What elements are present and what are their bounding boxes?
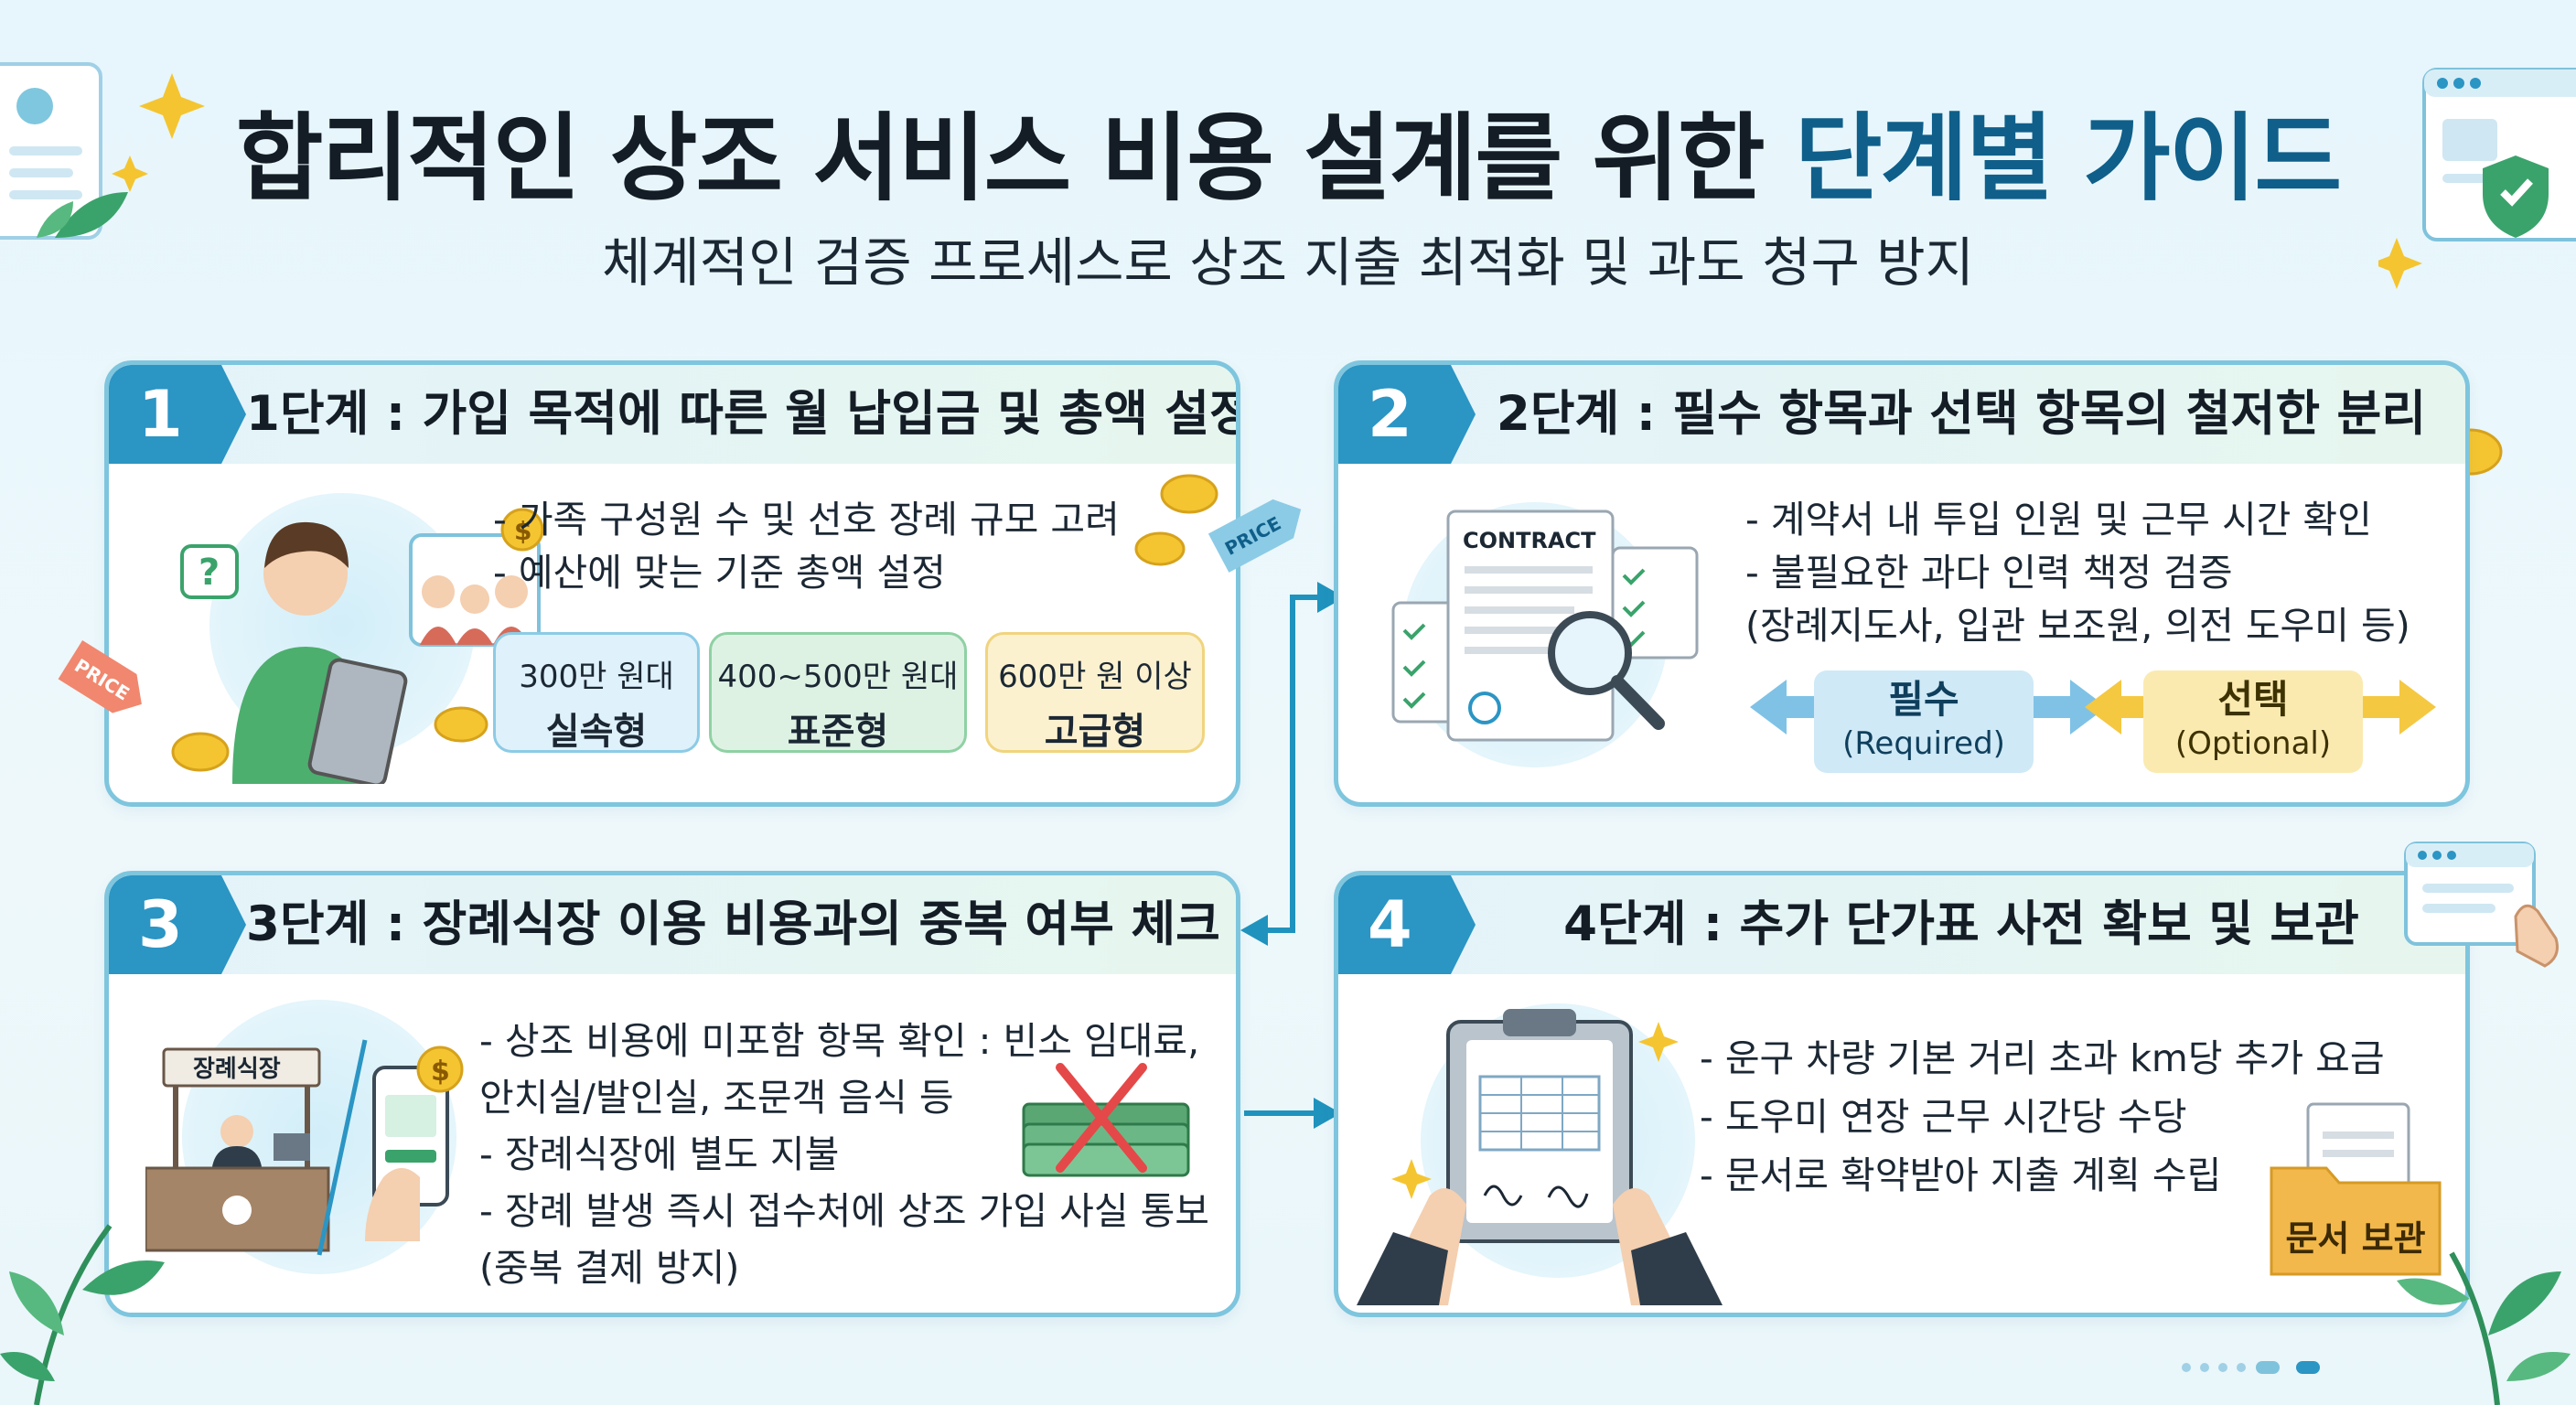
optional-sublabel: (Optional) xyxy=(2174,725,2332,762)
contract-magnifier-icon: CONTRACT xyxy=(1391,509,1699,742)
browser-cursor-decoration xyxy=(2404,842,2559,968)
arrow-left-optional-icon xyxy=(2085,680,2158,735)
person-tablet-family-icon: ? $ xyxy=(171,508,544,784)
arrow-left-icon xyxy=(1750,680,1823,735)
list-item: - 예산에 맞는 기준 총액 설정 xyxy=(493,551,946,595)
arrow-right-icon xyxy=(2034,680,2107,735)
step-3-title: 3단계 : 장례식장 이용 비용과의 중복 여부 체크 xyxy=(246,896,1220,952)
tier-basic-name: 실속형 xyxy=(545,711,648,753)
required-label: 필수 xyxy=(1888,677,1959,722)
step-2-title: 2단계 : 필수 항목과 선택 항목의 철저한 분리 xyxy=(1496,386,2427,442)
contract-label: CONTRACT xyxy=(1463,528,1596,553)
step-2-card: 2 2단계 : 필수 항목과 선택 항목의 철저한 분리 CONTRACT - … xyxy=(1334,360,2470,807)
optional-label: 선택 xyxy=(2217,677,2289,722)
tier-standard-range: 400~500만 원대 xyxy=(717,659,959,695)
svg-text:?: ? xyxy=(199,552,220,594)
required-box: 필수 (Required) xyxy=(1814,670,2034,773)
arrow-to-step4-icon xyxy=(1314,1098,1341,1129)
list-item: - 계약서 내 투입 인원 및 근무 시간 확인 xyxy=(1745,498,2372,542)
step-3-badge: 3 xyxy=(109,875,246,974)
title-main: 합리적인 상조 서비스 비용 설계를 위한 xyxy=(235,102,1795,214)
plant-left-decoration xyxy=(0,1224,165,1405)
folder-label: 문서 보관 xyxy=(2285,1218,2426,1259)
step-2-bullets: - 계약서 내 투입 인원 및 근무 시간 확인 - 불필요한 과다 인력 책정… xyxy=(1745,493,2410,652)
connector-to-step2 xyxy=(1290,595,1336,600)
step-4-header: 4 4단계 : 추가 단가표 사전 확보 및 보관 xyxy=(1338,875,2465,974)
clipboard-hands-icon xyxy=(1357,1009,1723,1305)
connector-to-step3 xyxy=(1253,928,1295,933)
step-3-bullets: - 상조 비용에 미포함 항목 확인 : 빈소 임대료, 안치실/발인실, 조문… xyxy=(479,1013,1209,1296)
step-4-bullets: - 운구 차량 기본 거리 초과 km당 추가 요금 - 도우미 연장 근무 시… xyxy=(1700,1029,2385,1205)
funeral-desk-phone-icon: 장례식장 $ xyxy=(145,1039,464,1256)
step-3-header: 3 3단계 : 장례식장 이용 비용과의 중복 여부 체크 xyxy=(109,875,1236,974)
folder-document-icon xyxy=(2270,1102,2442,1276)
tier-premium-name: 고급형 xyxy=(1044,711,1146,753)
step-4-badge: 4 xyxy=(1338,875,1476,974)
page-title: 합리적인 상조 서비스 비용 설계를 위한 단계별 가이드 xyxy=(0,80,2576,219)
svg-text:$: $ xyxy=(514,516,531,546)
list-item: - 불필요한 과다 인력 책정 검증 xyxy=(1745,551,2233,595)
step-1-card: 1 1단계 : 가입 목적에 따른 월 납입금 및 총액 설정 ? $ - 가족… xyxy=(104,360,1240,807)
tier-basic: 300만 원대 실속형 xyxy=(493,632,700,753)
step-3-card: 3 3단계 : 장례식장 이용 비용과의 중복 여부 체크 장례식장 $ - 상… xyxy=(104,871,1240,1317)
cash-crossed-icon xyxy=(1022,1063,1190,1177)
step-2-badge: 2 xyxy=(1338,365,1476,464)
profile-card-decoration xyxy=(0,62,205,240)
step-4-title: 4단계 : 추가 단가표 사전 확보 및 보관 xyxy=(1563,896,2359,952)
tier-premium-range: 600만 원 이상 xyxy=(998,659,1192,695)
title-highlight: 단계별 가이드 xyxy=(1794,102,2342,214)
list-item: - 장례식장에 별도 지불 xyxy=(479,1132,840,1176)
list-item: - 운구 차량 기본 거리 초과 km당 추가 요금 xyxy=(1700,1036,2385,1080)
list-item: (장례지도사, 입관 보조원, 의전 도우미 등) xyxy=(1745,604,2410,648)
arrow-right-optional-icon xyxy=(2363,680,2436,735)
connector-step3-to-step4 xyxy=(1244,1110,1326,1116)
step-4-card: 4 4단계 : 추가 단가표 사전 확보 및 보관 - 운구 차량 기본 거리 … xyxy=(1334,871,2470,1317)
svg-text:$: $ xyxy=(431,1056,450,1088)
step-1-title: 1단계 : 가입 목적에 따른 월 납입금 및 총액 설정 xyxy=(246,386,1240,442)
step-1-header: 1 1단계 : 가입 목적에 따른 월 납입금 및 총액 설정 xyxy=(109,365,1236,464)
list-item: - 도우미 연장 근무 시간당 수당 xyxy=(1700,1095,2187,1139)
step-1-bullets: - 가족 구성원 수 및 선호 장례 규모 고려 - 예산에 맞는 기준 총액 … xyxy=(493,493,1120,599)
list-item: - 장례 발생 즉시 접수처에 상조 가입 사실 통보 xyxy=(479,1189,1210,1233)
required-sublabel: (Required) xyxy=(1842,725,2005,762)
tier-premium: 600만 원 이상 고급형 xyxy=(985,632,1205,753)
pagination-dots-decoration xyxy=(2182,1361,2320,1374)
list-item: - 문서로 확약받아 지출 계획 수립 xyxy=(1700,1153,2222,1197)
plant-right-decoration xyxy=(2397,1251,2571,1405)
tier-standard: 400~500만 원대 표준형 xyxy=(709,632,967,753)
step-1-badge: 1 xyxy=(109,365,246,464)
step-2-header: 2 2단계 : 필수 항목과 선택 항목의 철저한 분리 xyxy=(1338,365,2465,464)
tier-standard-name: 표준형 xyxy=(787,711,889,753)
arrow-to-step3-icon xyxy=(1240,915,1268,946)
arrow-to-step2-icon xyxy=(1317,582,1345,613)
optional-box: 선택 (Optional) xyxy=(2143,670,2363,773)
price-tag-icon-right: PRICE xyxy=(1134,474,1302,573)
list-item: (중복 결제 방지) xyxy=(479,1246,740,1290)
page-subtitle: 체계적인 검증 프로세스로 상조 지출 최적화 및 과도 청구 방지 xyxy=(602,231,1974,294)
price-tag-icon-left: PRICE xyxy=(58,639,142,713)
funeral-sign-label: 장례식장 xyxy=(193,1056,281,1083)
tier-basic-range: 300만 원대 xyxy=(519,659,674,695)
browser-shield-decoration xyxy=(2378,68,2576,289)
list-item: - 가족 구성원 수 및 선호 장례 규모 고려 xyxy=(493,498,1120,542)
list-item: 안치실/발인실, 조문객 음식 등 xyxy=(479,1076,954,1120)
list-item: - 상조 비용에 미포함 항목 확인 : 빈소 임대료, xyxy=(479,1019,1200,1063)
connector-vertical xyxy=(1290,595,1295,933)
